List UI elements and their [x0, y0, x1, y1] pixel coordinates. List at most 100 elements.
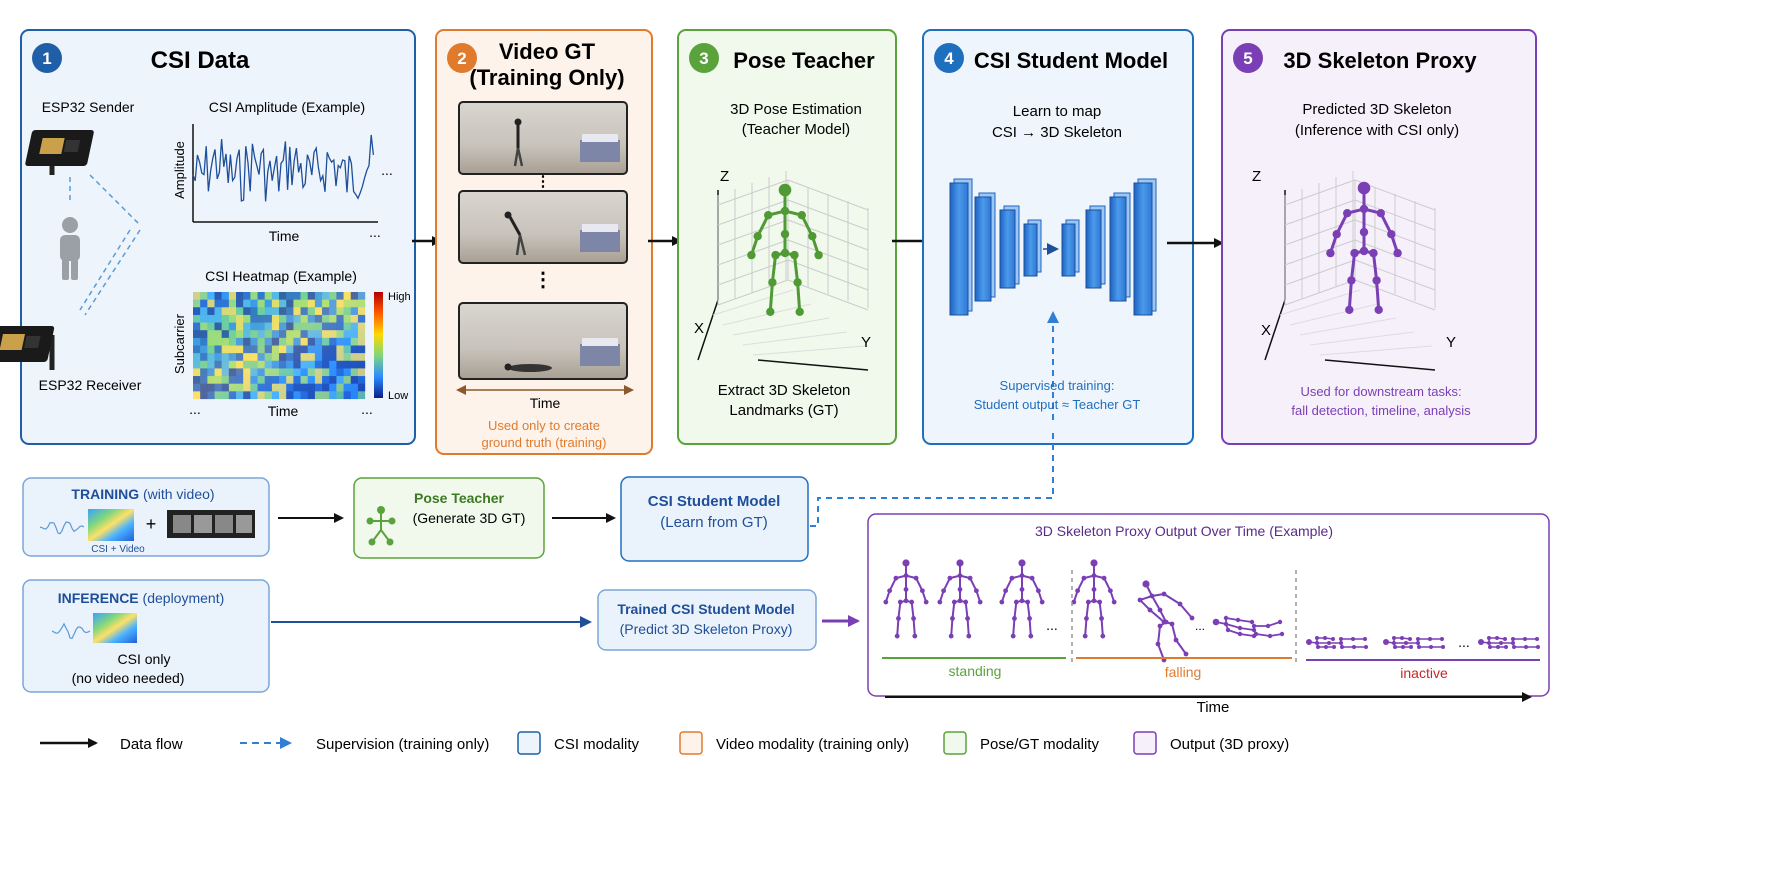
- video-frame-standing: [458, 101, 628, 175]
- timeline-label-standing: standing: [949, 663, 1002, 679]
- training-wave-icon: [39, 521, 85, 535]
- amplitude-chart-title: CSI Amplitude (Example): [209, 99, 365, 115]
- legend-video-label: Video modality (training only): [716, 736, 909, 753]
- pose-teacher-box-subtitle: (Generate 3D GT): [413, 510, 526, 526]
- heatmap-right-ellipsis: ...: [361, 401, 373, 417]
- step-number-5: 5: [1243, 49, 1252, 68]
- step-badge-3: [689, 43, 719, 73]
- legend: Data flow Supervision (training only) CS…: [40, 731, 1289, 755]
- inference-heatmap-icon: [93, 613, 137, 643]
- heatmap-cells: [193, 292, 366, 400]
- video-time-label: Time: [530, 395, 561, 411]
- esp32-sender-icon: [25, 130, 94, 175]
- legend-data-flow-label: Data flow: [120, 736, 183, 753]
- heatmap-title: CSI Heatmap (Example): [205, 268, 357, 284]
- inference-line1: CSI only: [118, 651, 171, 667]
- training-plus: +: [146, 514, 157, 534]
- esp32-receiver-icon: [0, 326, 55, 370]
- inference-wave-icon: [51, 622, 91, 640]
- amplitude-axis-label: Amplitude: [172, 141, 187, 199]
- amplitude-time-label: Time: [269, 228, 300, 244]
- timeline-time-label: Time: [1197, 699, 1230, 716]
- proxy-desc-line2: (Inference with CSI only): [1295, 122, 1459, 139]
- panel-csi-student: 4 CSI Student Model Learn to map CSI → 3…: [922, 29, 1194, 445]
- legend-pose-swatch: [943, 731, 967, 755]
- proxy-axis-y: Y: [1446, 334, 1456, 351]
- proxy-axis-x: X: [1261, 322, 1271, 339]
- heatmap-axis-label: Subcarrier: [172, 313, 187, 374]
- timeline-skeletons: [883, 559, 1540, 663]
- pose-desc-line1: 3D Pose Estimation: [730, 101, 862, 118]
- legend-output-swatch: [1133, 731, 1157, 755]
- esp32-sender-label: ESP32 Sender: [42, 99, 135, 115]
- training-label: TRAINING (with video): [71, 486, 214, 502]
- proxy-desc-line1: Predicted 3D Skeleton: [1302, 101, 1451, 118]
- training-heatmap-icon: [88, 509, 134, 541]
- amplitude-time-ellipsis: ...: [369, 224, 381, 240]
- legend-video-swatch: [679, 731, 703, 755]
- trained-box-subtitle: (Predict 3D Skeleton Proxy): [620, 621, 793, 637]
- panel-title-skeleton-proxy: 3D Skeleton Proxy: [1283, 48, 1477, 73]
- legend-csi-swatch: [517, 731, 541, 755]
- student-desc-line2: CSI → 3D Skeleton: [992, 124, 1122, 141]
- proxy-bottom-line2: fall detection, timeline, analysis: [1291, 403, 1471, 418]
- supervision-line1: Supervised training:: [1000, 378, 1115, 393]
- heatmap-high-label: High: [388, 291, 411, 303]
- panel-title-csi-data: CSI Data: [151, 47, 250, 74]
- supervision-line2: Student output ≈ Teacher GT: [974, 397, 1141, 412]
- film-strip-icon: [167, 510, 255, 538]
- timeline-ellipsis-3: ...: [1458, 634, 1470, 650]
- timeline-title: 3D Skeleton Proxy Output Over Time (Exam…: [1035, 523, 1333, 539]
- pose-bottom-line1: Extract 3D Skeleton: [718, 382, 851, 399]
- student-desc-line1: Learn to map: [1013, 103, 1101, 120]
- legend-output-label: Output (3D proxy): [1170, 736, 1289, 753]
- heatmap-time-label: Time: [268, 403, 299, 419]
- timeline-ellipsis-1: ...: [1046, 617, 1058, 633]
- panel-title-video-gt: Video GT: [499, 39, 596, 64]
- video-frame-dots-1: ⋮: [536, 173, 551, 190]
- panel-pose-teacher: 3 Pose Teacher 3D Pose Estimation (Teach…: [677, 29, 897, 445]
- training-caption: CSI + Video: [91, 544, 145, 555]
- step-number-2: 2: [457, 49, 466, 68]
- heatmap-low-label: Low: [388, 390, 408, 402]
- esp32-receiver-label: ESP32 Receiver: [39, 377, 142, 393]
- timeline-label-falling: falling: [1165, 664, 1202, 680]
- mini-skeleton-icon: [366, 506, 396, 546]
- pose-axis-y: Y: [861, 334, 871, 351]
- csi-student-box-title: CSI Student Model: [648, 493, 781, 510]
- legend-csi-label: CSI modality: [554, 736, 640, 753]
- video-frame-bending: [458, 190, 628, 264]
- step-badge-2: [447, 43, 477, 73]
- pose-desc-line2: (Teacher Model): [742, 121, 850, 138]
- step-badge-5: [1233, 43, 1263, 73]
- inference-line2: (no video needed): [72, 670, 185, 686]
- supervision-connector: [810, 430, 1054, 527]
- timeline-ellipsis-2: ...: [1195, 619, 1205, 633]
- teacher-skeleton: [747, 183, 823, 316]
- step-badge-4: [934, 43, 964, 73]
- panel-title-pose-teacher: Pose Teacher: [733, 48, 875, 73]
- amplitude-waveform: [192, 134, 375, 202]
- trained-student-box: Trained CSI Student Model (Predict 3D Sk…: [597, 589, 817, 651]
- panel-csi-data: 1 CSI Data ESP32 Sender: [0, 29, 416, 445]
- pose-axis-x: X: [694, 320, 704, 337]
- inference-box: INFERENCE (deployment) CSI only (no vide…: [22, 579, 270, 693]
- csi-student-box: CSI Student Model (Learn from GT): [620, 476, 809, 562]
- amplitude-ellipsis: ...: [381, 162, 393, 178]
- trained-box-title: Trained CSI Student Model: [617, 601, 794, 617]
- video-frame-dots-2: ⋮: [533, 269, 553, 291]
- legend-pose-label: Pose/GT modality: [980, 736, 1099, 753]
- training-box: TRAINING (with video) + CSI + Video: [22, 477, 270, 557]
- proxy-skeleton: [1326, 181, 1402, 314]
- legend-supervision-label: Supervision (training only): [316, 736, 489, 753]
- step-number-4: 4: [944, 49, 954, 68]
- proxy-axis-z: Z: [1252, 168, 1261, 185]
- encoder-decoder-network: [949, 178, 1157, 316]
- timeline-label-inactive: inactive: [1400, 665, 1448, 681]
- pose-bottom-line2: Landmarks (GT): [729, 402, 838, 419]
- panel-video-gt: 2 Video GT (Training Only) ⋮ ⋮: [435, 29, 653, 455]
- pose-axis-z: Z: [720, 168, 729, 185]
- panel-title-csi-student: CSI Student Model: [974, 48, 1168, 73]
- pose-teacher-box: Pose Teacher (Generate 3D GT): [353, 477, 545, 559]
